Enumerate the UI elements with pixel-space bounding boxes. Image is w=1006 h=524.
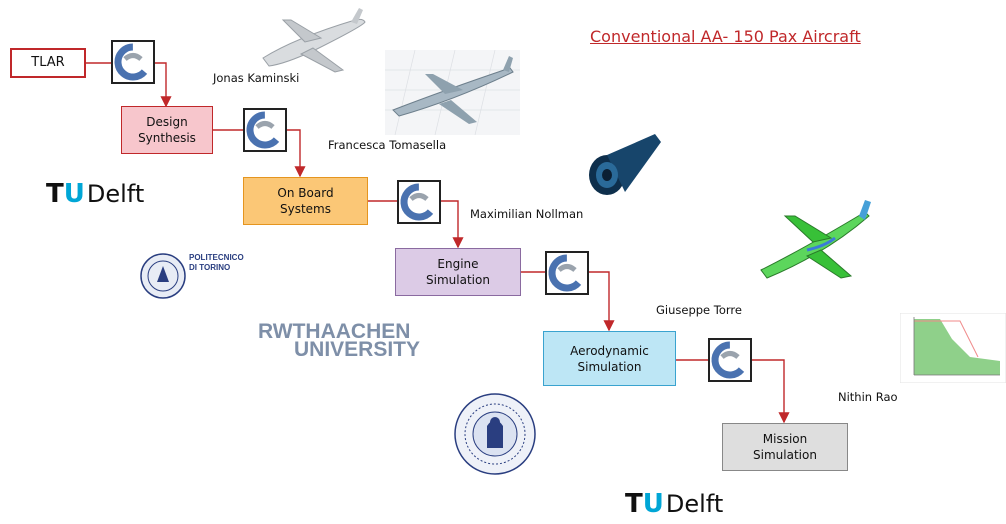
tudelft-flame-icon: T	[625, 489, 643, 519]
aerodynamic-simulation-box: Aerodynamic Simulation	[543, 331, 676, 386]
connector-logo-icon	[111, 40, 155, 84]
jet-engine-render-icon	[589, 134, 661, 195]
rwth-aachen-logo: RWTHAACHEN UNIVERSITY	[258, 320, 421, 361]
design-synthesis-box: Design Synthesis	[121, 106, 213, 154]
tudelft-u-mark: U	[63, 179, 85, 209]
mission-profile-chart-thumbnail	[900, 313, 1006, 383]
naples-university-seal-icon	[454, 393, 536, 475]
airliner-render-icon	[262, 8, 366, 73]
name-giuseppe-torre: Giuseppe Torre	[656, 303, 742, 317]
mission-simulation-box: Mission Simulation	[722, 423, 848, 471]
connector-logo-icon	[243, 108, 287, 152]
rwth-line2: UNIVERSITY	[294, 338, 421, 361]
diagram-title: Conventional AA- 150 Pax Aircraft	[590, 27, 861, 46]
connector-logo-icon	[708, 338, 752, 382]
politecnico-torino-seal-icon	[140, 253, 186, 299]
rwth-line1: RWTHAACHEN	[258, 320, 411, 343]
connector-logo-icon	[545, 251, 589, 295]
politecnico-torino-wordmark: POLITECNICO DI TORINO	[189, 253, 244, 272]
name-maximilian-nollman: Maximilian Nollman	[470, 207, 584, 221]
tudelft-flame-icon: T	[46, 179, 64, 209]
name-francesca-tomasella: Francesca Tomasella	[328, 138, 447, 152]
tlar-box: TLAR	[10, 48, 86, 78]
on-board-systems-box: On Board Systems	[243, 177, 368, 225]
tudelft-u-mark: U	[642, 489, 664, 519]
name-nithin-rao: Nithin Rao	[838, 390, 898, 404]
arrow-design-to-onboard	[213, 129, 306, 178]
name-jonas-kaminski: Jonas Kaminski	[213, 71, 300, 85]
aero-mesh-aircraft-icon	[760, 200, 871, 279]
aircraft-cad-model-icon	[385, 50, 520, 135]
connector-logo-icon	[397, 180, 441, 224]
engine-simulation-box: Engine Simulation	[395, 248, 521, 296]
